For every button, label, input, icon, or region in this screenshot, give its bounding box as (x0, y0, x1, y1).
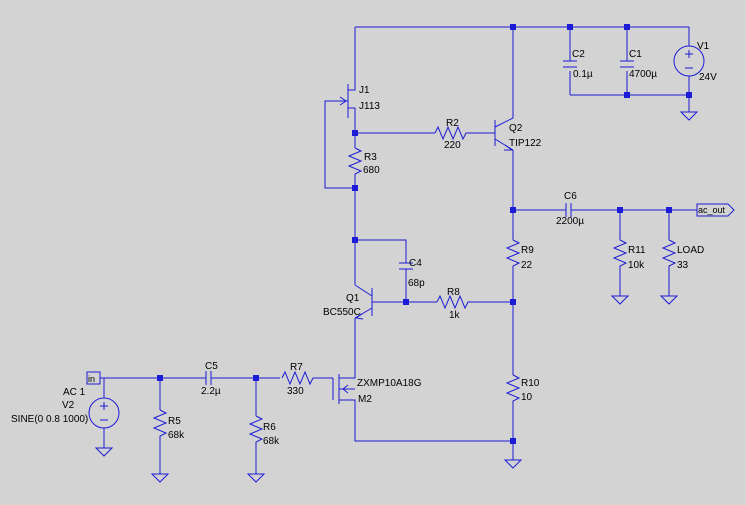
q1-ref: Q1 (346, 293, 360, 304)
c6-ref: C6 (564, 191, 577, 202)
resistor-r8 (436, 294, 469, 310)
c1-ref: C1 (629, 49, 642, 60)
r10-value: 10 (521, 392, 533, 403)
capacitors (202, 60, 634, 385)
r7-value: 330 (287, 386, 304, 397)
pmos-m2 (332, 372, 356, 405)
voltage-source-v2 (88, 397, 120, 429)
capacitor-c2 (563, 60, 577, 68)
net-flag-ac-out (696, 203, 735, 217)
r3-ref: R3 (364, 152, 377, 163)
voltage-source-v1 (673, 45, 705, 77)
ground-load (659, 295, 679, 305)
ground-r11 (610, 295, 630, 305)
ground-r10 (503, 459, 523, 469)
c5-value: 2.2µ (201, 386, 221, 397)
transistors (325, 84, 514, 405)
r5-value: 68k (168, 430, 185, 441)
c1-value: 4700µ (629, 69, 657, 80)
capacitor-c1 (620, 60, 634, 68)
m2-ref: M2 (358, 394, 372, 405)
r5-ref: R5 (168, 416, 181, 427)
net-label-ac-out: ac_out (698, 205, 726, 215)
r9-value: 22 (521, 260, 533, 271)
capacitor-c4 (399, 262, 413, 273)
r6-ref: R6 (263, 422, 276, 433)
resistors (152, 125, 677, 448)
net-flag-in (86, 371, 101, 385)
r8-ref: R8 (447, 287, 460, 298)
resistor-r6 (248, 415, 264, 448)
npn-q1 (354, 284, 375, 320)
resistor-r7 (281, 370, 314, 386)
ground-v2 (94, 447, 114, 457)
r11-ref: R11 (628, 245, 646, 256)
resistor-r2 (434, 125, 468, 141)
net-flags (86, 203, 735, 385)
r8-value: 1k (449, 310, 461, 321)
c6-value: 2200µ (556, 216, 584, 227)
r9-ref: R9 (521, 245, 534, 256)
ground-v1 (679, 111, 699, 121)
j1-value: J113 (359, 101, 380, 112)
v1-ref: V1 (697, 41, 710, 52)
r7-ref: R7 (290, 362, 303, 373)
r6-value: 68k (263, 436, 280, 447)
jfet-j1 (325, 84, 356, 118)
resistor-r10 (505, 374, 521, 407)
v2-ac: AC 1 (63, 387, 86, 398)
wires (100, 26, 697, 474)
c2-value: 0.1µ (573, 69, 593, 80)
resistor-r3 (347, 147, 363, 178)
q1-value: BC550C (323, 307, 361, 318)
resistor-load (661, 239, 677, 272)
npn-q2 (492, 117, 514, 151)
load-value: 33 (677, 260, 689, 271)
r2-value: 220 (444, 140, 461, 151)
grounds (94, 111, 699, 483)
r3-value: 680 (363, 165, 380, 176)
v2-ref: V2 (62, 400, 75, 411)
labels: in ac_out J1 J113 Q2 TIP122 R2 220 R3 68… (11, 41, 726, 447)
net-label-in: in (88, 374, 95, 384)
j1-ref: J1 (359, 85, 370, 96)
sources (88, 45, 705, 429)
ground-r6 (246, 473, 266, 483)
resistor-r11 (612, 239, 628, 272)
m2-value: ZXMP10A18G (357, 378, 422, 389)
v2-value: SINE(0 0.8 1000) (11, 414, 88, 425)
load-ref: LOAD (677, 245, 704, 256)
junctions (157, 24, 692, 444)
c2-ref: C2 (572, 49, 585, 60)
capacitor-c5 (202, 371, 214, 385)
resistor-r5 (152, 409, 168, 442)
q2-value: TIP122 (509, 138, 542, 149)
r10-ref: R10 (521, 378, 540, 389)
c5-ref: C5 (205, 361, 218, 372)
capacitor-c6 (560, 203, 577, 217)
v1-value: 24V (699, 72, 717, 83)
q2-ref: Q2 (509, 123, 523, 134)
r2-ref: R2 (446, 118, 459, 129)
resistor-r9 (505, 239, 521, 272)
c4-ref: C4 (409, 258, 422, 269)
r11-value: 10k (628, 260, 645, 271)
c4-value: 68p (408, 278, 425, 289)
ground-r5 (150, 473, 170, 483)
